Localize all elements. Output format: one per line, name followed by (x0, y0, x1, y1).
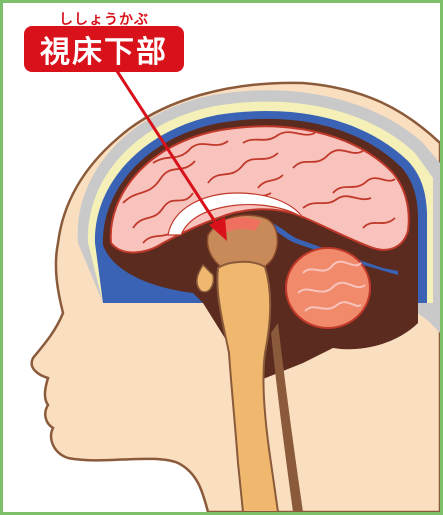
cerebellum (286, 248, 370, 328)
label-badge: 視床下部 (24, 26, 184, 72)
brain-sagittal-illustration (3, 3, 440, 512)
